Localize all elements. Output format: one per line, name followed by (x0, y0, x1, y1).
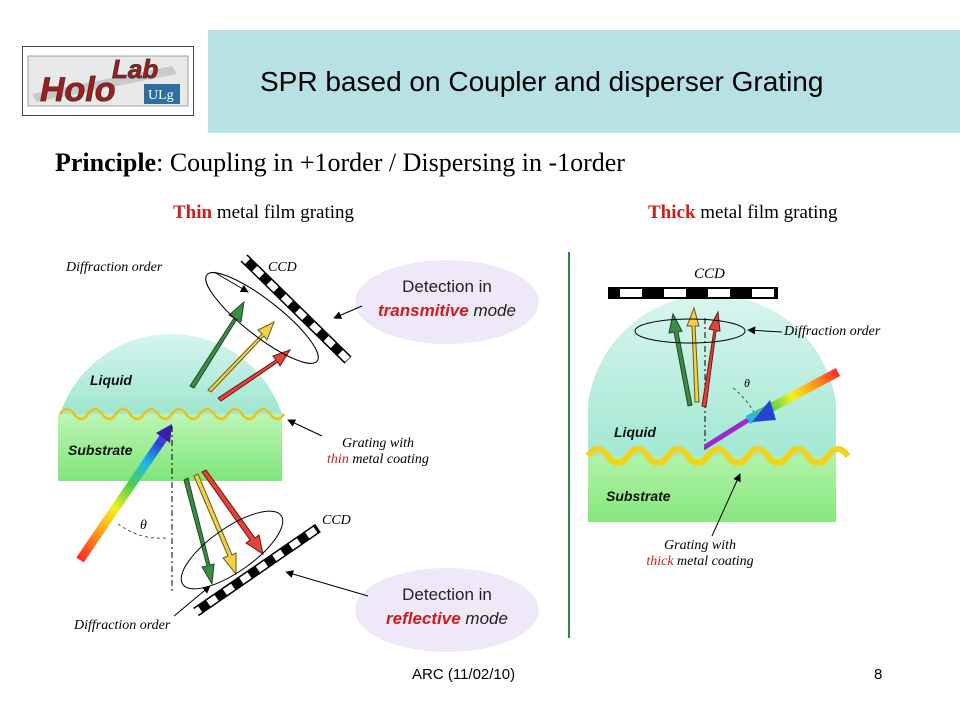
pointer-grating-thick (711, 473, 741, 537)
left-reflected-arrows (183, 469, 264, 586)
left-top-diffraction-ellipse (205, 272, 319, 364)
bubble-transmitive-line2: transmitive mode (355, 299, 539, 323)
label-theta-right: θ (744, 376, 750, 390)
right-incident-beam (703, 368, 841, 450)
label-grating-thick: Grating with thick metal coating (610, 538, 790, 570)
holo-lab-logo: Holo Lab ULg (22, 46, 194, 116)
footer-page-number: 8 (874, 666, 883, 683)
grating-thick-line2: thick metal coating (610, 554, 790, 570)
right-substrate (588, 456, 836, 522)
grating-thin-line1: Grating with (342, 436, 414, 451)
right-angle-arc (732, 387, 757, 417)
grating-thin-key: thin (327, 452, 349, 467)
label-ccd-top: CCD (268, 260, 297, 275)
right-grating-wave (585, 446, 851, 466)
bubble-transmitive-key: transmitive (378, 301, 469, 320)
bubble-transmitive-rest: mode (468, 301, 516, 320)
principle-line: Principle: Coupling in +1order / Dispers… (55, 148, 625, 178)
bubble-reflective-line2: reflective mode (355, 607, 539, 631)
pointer-transmitive (333, 305, 363, 319)
bubble-reflective-key: reflective (386, 609, 461, 628)
pointer-diffraction-right (747, 326, 783, 335)
title-bar: SPR based on Coupler and disperser Grati… (208, 30, 960, 133)
bubble-reflective (355, 568, 539, 652)
label-substrate-left: Substrate (68, 442, 133, 458)
bubble-transmitive-text: Detection in transmitive mode (355, 275, 539, 323)
label-ccd-bottom: CCD (322, 513, 351, 528)
logo-badge: ULg (148, 88, 174, 103)
right-diffraction-ellipse (634, 318, 746, 344)
principle-rest: : Coupling in +1order / Dispersing in -1… (156, 148, 625, 177)
right-heading-key: Thick (648, 202, 696, 223)
bubble-reflective-line1: Detection in (402, 585, 492, 604)
left-bottom-diffraction-ellipse (180, 510, 284, 590)
pointer-grating-thin (287, 419, 323, 437)
slide-title: SPR based on Coupler and disperser Grati… (260, 66, 824, 97)
pointer-diffraction-bottom (173, 585, 211, 617)
label-theta-left: θ (140, 518, 147, 533)
label-grating-thin: Grating with thin metal coating (296, 436, 460, 468)
bubble-transmitive-line1: Detection in (402, 277, 492, 296)
principle-bold: Principle (55, 148, 157, 177)
footer-date: ARC (11/02/10) (412, 666, 516, 683)
left-grating-wave (58, 407, 286, 421)
left-heading: Thin metal film grating (173, 202, 354, 224)
logo-word-holo: Holo (40, 71, 116, 109)
label-ccd-right: CCD (694, 266, 725, 282)
bubble-reflective-rest: mode (460, 609, 508, 628)
left-transmitted-arrows (189, 300, 292, 402)
label-liquid-right: Liquid (614, 424, 656, 440)
grating-thin-line2: thin metal coating (296, 452, 460, 468)
left-angle-arc (117, 523, 167, 539)
pointer-diffraction-top (213, 271, 249, 293)
bubble-transmitive (355, 260, 539, 344)
label-diffraction-order-right: Diffraction order (784, 324, 881, 339)
right-diffracted-arrows (668, 306, 721, 408)
bubble-reflective-text: Detection in reflective mode (355, 583, 539, 631)
grating-thick-rest: metal coating (673, 554, 754, 569)
right-heading: Thick metal film grating (648, 202, 837, 224)
grating-thick-key: thick (646, 554, 674, 569)
left-ccd-top (240, 254, 352, 364)
left-heading-rest: metal film grating (212, 202, 355, 223)
logo-word-lab: Lab (112, 54, 158, 84)
grating-thin-rest: metal coating (348, 452, 429, 467)
pointer-reflective (285, 570, 369, 597)
left-incident-beam (76, 424, 172, 563)
label-diffraction-order-top: Diffraction order (66, 260, 163, 275)
grating-thick-line1: Grating with (664, 538, 736, 553)
left-ccd-bottom (193, 523, 321, 617)
label-diffraction-order-bottom: Diffraction order (74, 618, 171, 633)
label-substrate-right: Substrate (606, 488, 671, 504)
left-heading-key: Thin (173, 202, 213, 223)
label-liquid-left: Liquid (90, 372, 132, 388)
right-heading-rest: metal film grating (695, 202, 838, 223)
